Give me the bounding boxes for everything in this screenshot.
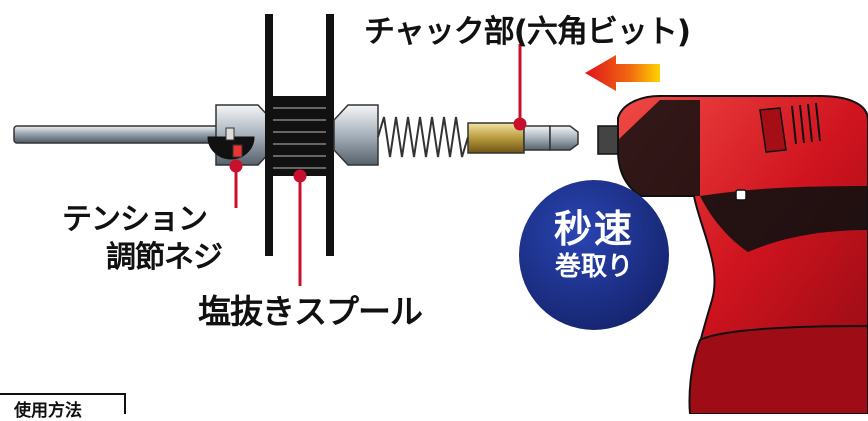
hex-bit — [467, 122, 579, 154]
tension-knob — [207, 104, 273, 166]
speed-badge — [519, 180, 669, 330]
tension-label: テンション 調節ネジ — [62, 201, 223, 277]
chuck-label: チャック部(六角ビット) — [364, 14, 691, 50]
usage-tab: 使用方法 — [0, 393, 126, 421]
spool — [265, 14, 334, 256]
badge-text: 秒速 巻取り — [532, 207, 656, 283]
rod — [13, 125, 229, 144]
tension-label-line2: 調節ネジ — [106, 240, 223, 275]
badge-line1: 秒速 — [553, 207, 634, 251]
red-arrow-icon — [585, 55, 660, 91]
right-cone — [333, 104, 379, 166]
spool-label: 塩抜きスプール — [198, 292, 423, 331]
tension-label-line1: テンション — [62, 202, 208, 237]
drill — [597, 95, 868, 414]
leader-lines — [229, 44, 527, 286]
spring — [377, 116, 469, 158]
badge-line2: 巻取り — [554, 252, 633, 282]
usage-label: 使用方法 — [14, 401, 82, 421]
